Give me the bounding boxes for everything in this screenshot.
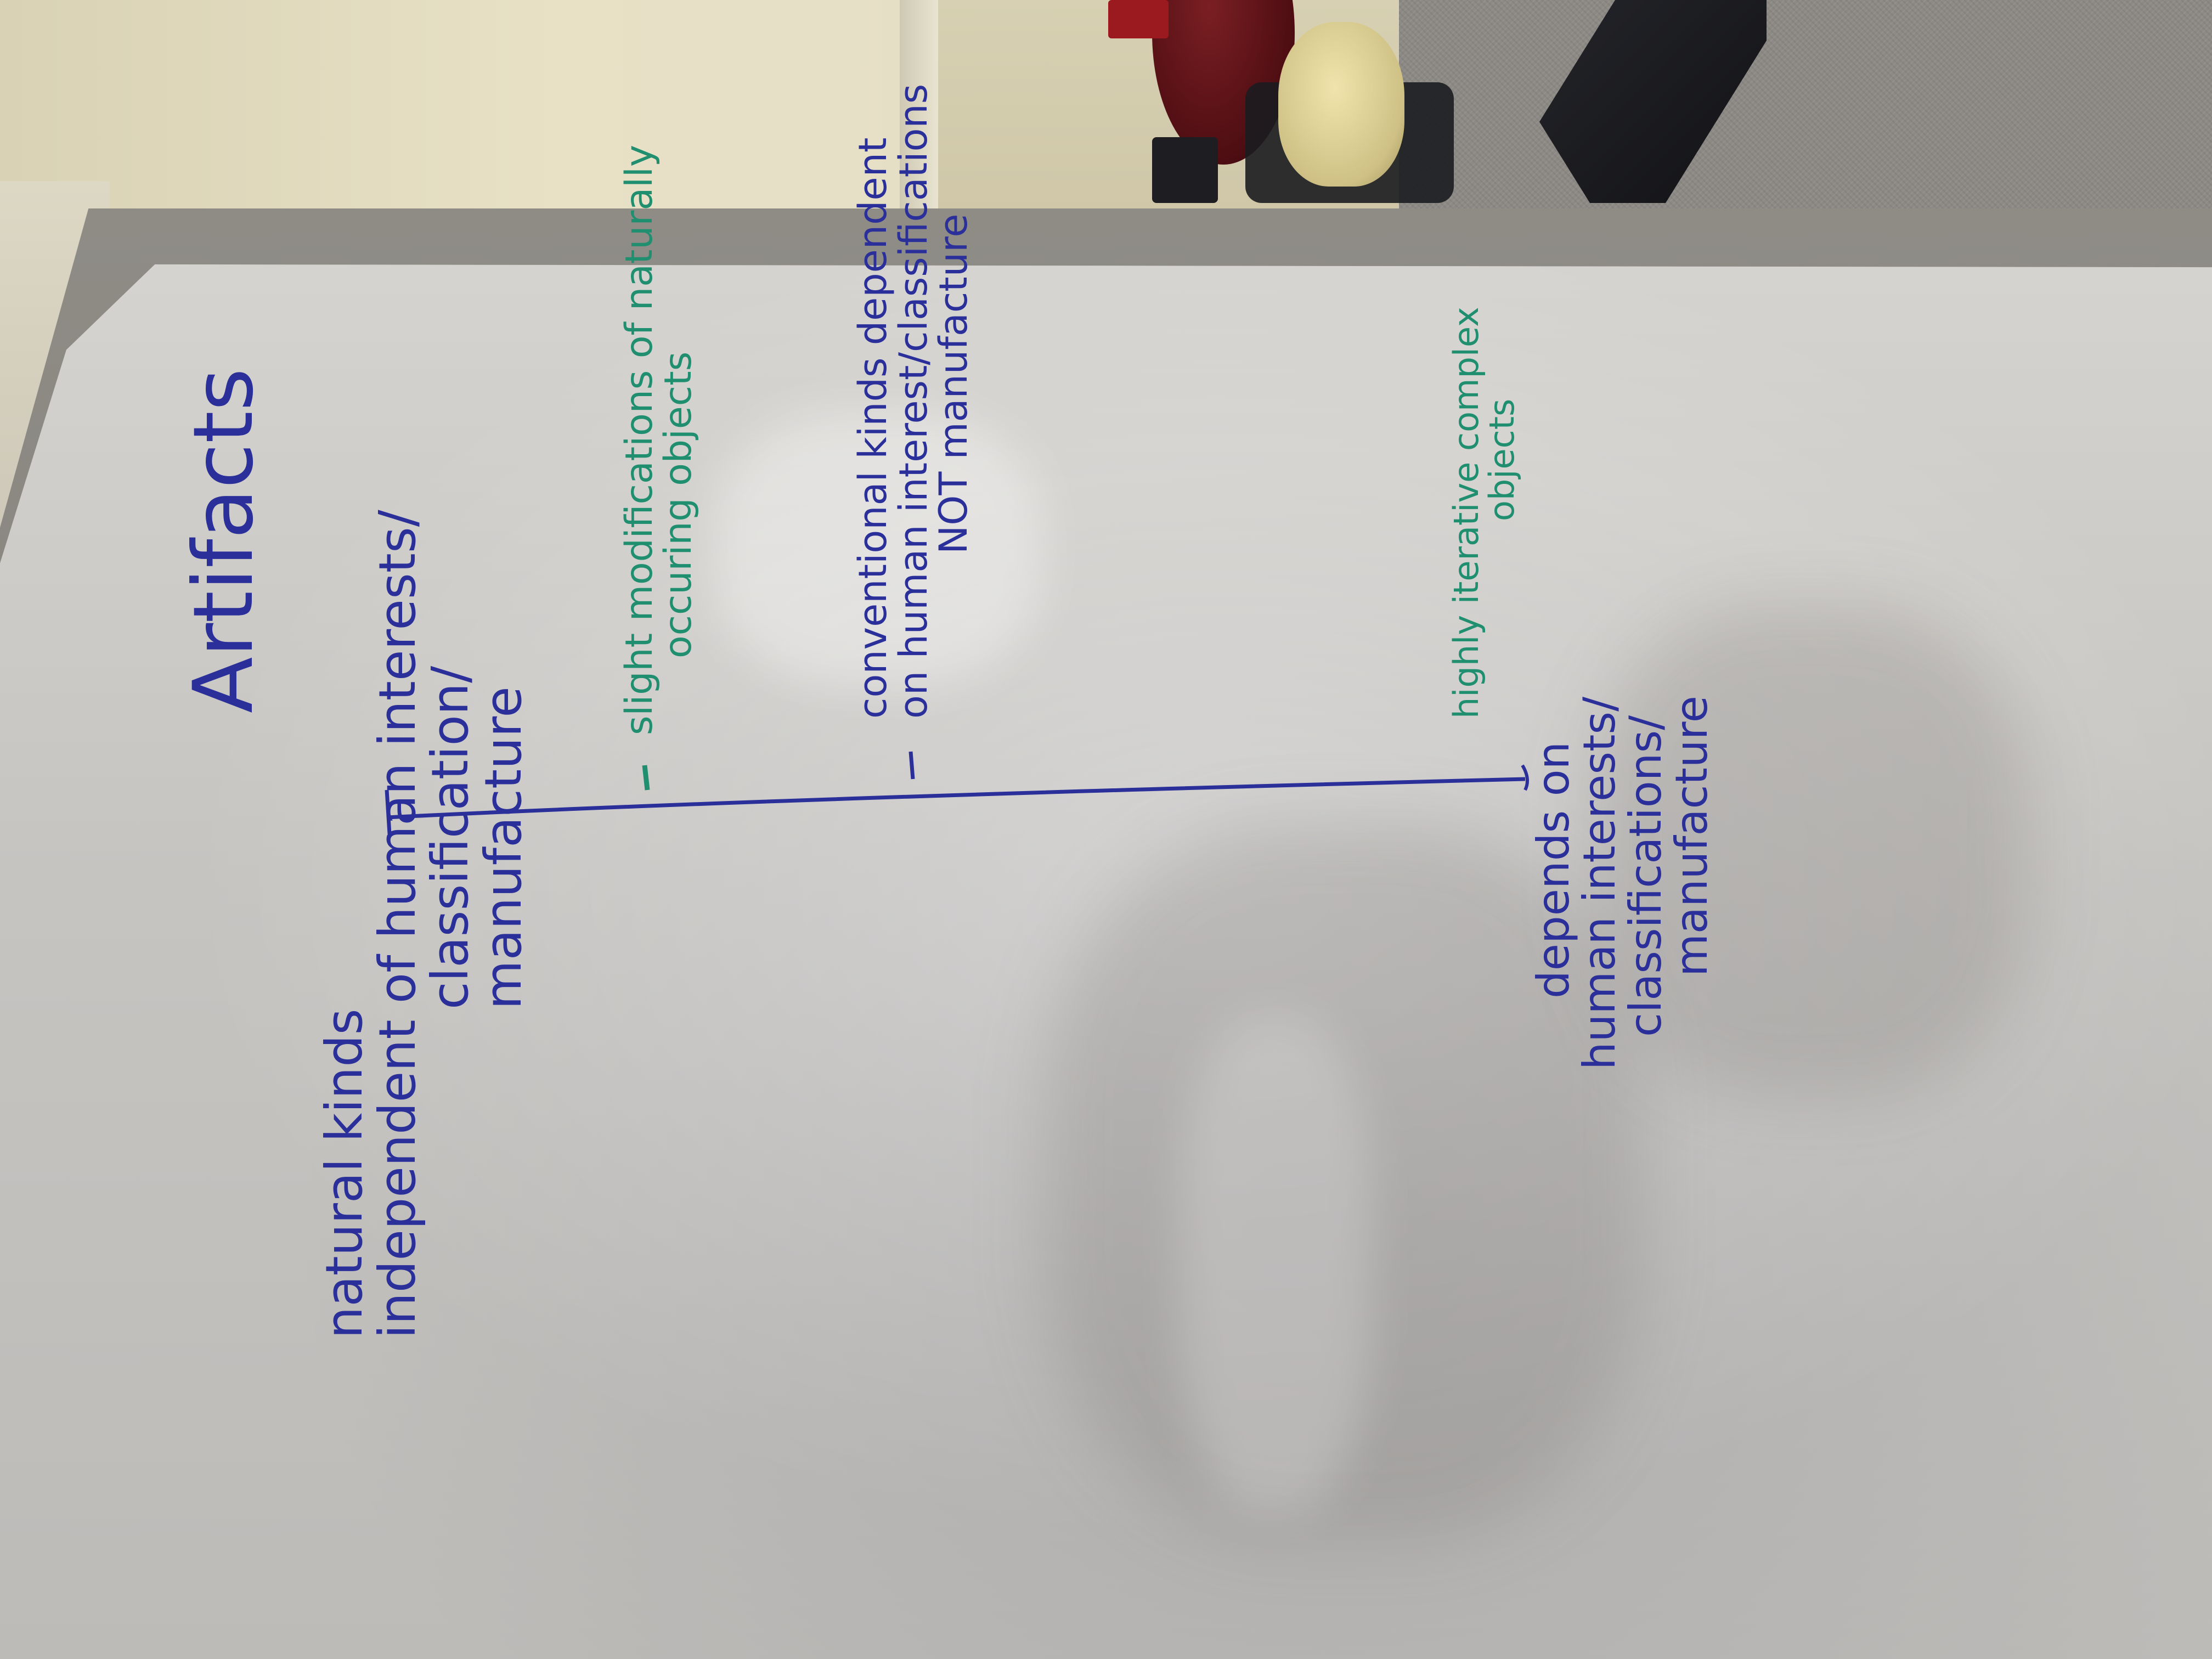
- tick-mark-1: [642, 765, 650, 791]
- shadow-reflection: [1042, 823, 1646, 1536]
- right-end-line: human interests/: [1574, 696, 1625, 1070]
- left-end-line: classification/: [421, 665, 480, 1009]
- light-reflection: [713, 411, 1042, 686]
- left-end-label: natural kinds independent of human inter…: [315, 510, 533, 1339]
- right-end-cap: [1521, 764, 1529, 791]
- shadow-reflection: [1591, 603, 2030, 1097]
- mark3-line: highly iterative complex: [1446, 307, 1486, 719]
- spectrum-line: [386, 777, 1526, 820]
- mark3-label: highly iterative complex objects: [1446, 307, 1522, 719]
- red-object: [1108, 0, 1169, 38]
- tick-mark-2: [909, 751, 915, 780]
- right-end-line: classifications/: [1620, 715, 1671, 1037]
- right-end-line: manufacture: [1666, 696, 1717, 977]
- mark3-line: objects: [1482, 398, 1522, 521]
- carpet-floor: [1399, 0, 2212, 230]
- whiteboard-surface: [0, 264, 2212, 1659]
- right-end-label: depends on human interests/ classificati…: [1528, 696, 1717, 1070]
- left-end-cap: [385, 789, 392, 834]
- mark2-line: conventional kinds dependent: [850, 137, 895, 719]
- board-title: Artifacts: [176, 368, 272, 713]
- mark1-line: occuring objects: [657, 351, 701, 658]
- mark2-line: NOT manufacture: [931, 213, 976, 554]
- light-reflection: [1180, 1015, 1372, 1509]
- mark2-label: conventional kinds dependent on human in…: [850, 83, 976, 719]
- chair-seat: [1278, 22, 1404, 187]
- mark1-label: slight modifications of naturally occuri…: [618, 144, 701, 735]
- door-frame: [900, 0, 938, 208]
- left-end-line: natural kinds: [315, 1008, 374, 1339]
- right-end-line: depends on: [1528, 741, 1579, 998]
- mark2-line: on human interest/classifications: [890, 83, 936, 719]
- left-end-line: manufacture: [473, 686, 533, 1009]
- table-base: [1152, 137, 1218, 203]
- left-end-line: independent of human interests/: [368, 510, 427, 1339]
- office-wall: [0, 0, 933, 219]
- mark1-line: slight modifications of naturally: [618, 144, 661, 735]
